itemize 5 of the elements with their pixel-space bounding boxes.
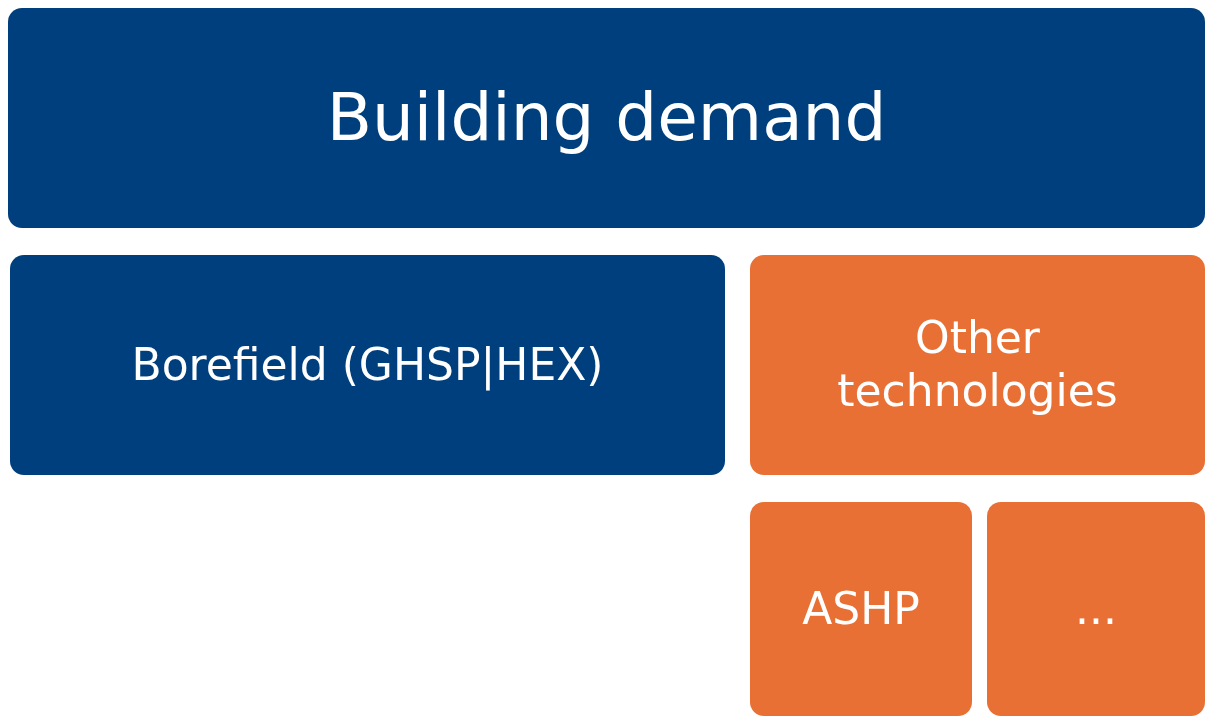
category-block: ASHP (750, 502, 972, 716)
category-block: ... (987, 502, 1205, 716)
category-block: Building demand (8, 8, 1205, 228)
category-block: Other technologies (750, 255, 1205, 475)
category-block: Borefield (GHSP|HEX) (10, 255, 725, 475)
